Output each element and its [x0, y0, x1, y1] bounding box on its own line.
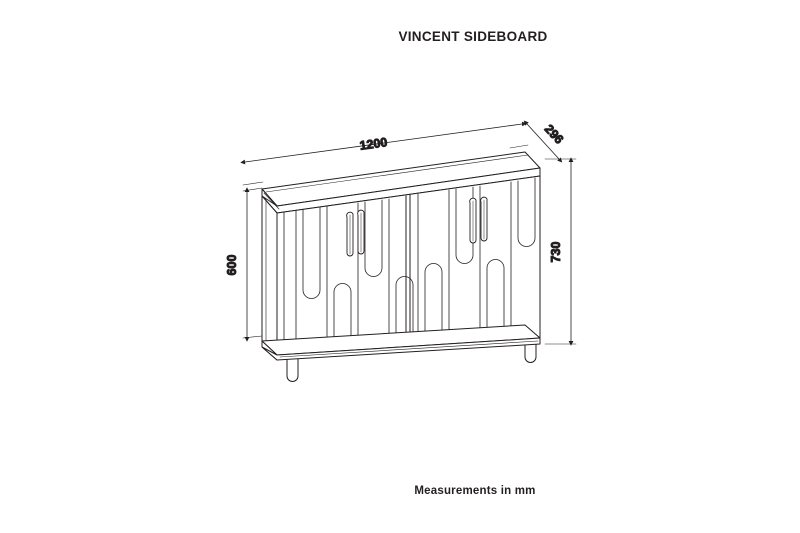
- slats-left-cabinet: [283, 198, 414, 355]
- slats-right-cabinet: [417, 177, 536, 346]
- top-panel: [261, 151, 541, 214]
- leg-front-left: [286, 348, 299, 382]
- base-plinth: [261, 324, 541, 361]
- dimension-width: 1200: [240, 121, 529, 186]
- door-slat-pattern: [283, 177, 536, 355]
- handles[interactable]: [346, 196, 488, 257]
- dimension-depth: 296: [523, 120, 567, 163]
- dimension-total-height: 730: [544, 157, 577, 346]
- dimension-label-body-height: 600: [225, 255, 239, 276]
- dimension-label-width: 1200: [359, 135, 388, 153]
- handle-pair-right: [469, 196, 488, 244]
- side-panel-left: [261, 195, 278, 356]
- dimension-body-height: 600: [225, 187, 263, 342]
- dimension-label-depth: 296: [542, 122, 566, 147]
- page-title: VINCENT SIDEBOARD: [398, 29, 548, 44]
- leg-rear-right: [524, 326, 537, 363]
- handle-pair-left: [346, 209, 365, 257]
- dimension-label-total-height: 730: [549, 242, 563, 263]
- measurement-note: Measurements in mm: [414, 485, 536, 497]
